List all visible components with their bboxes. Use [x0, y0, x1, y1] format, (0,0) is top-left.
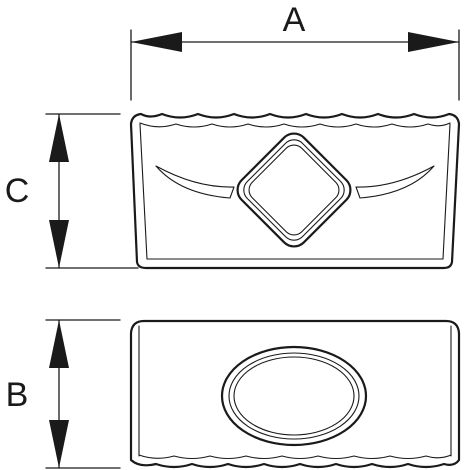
center-diamond-outer — [236, 132, 352, 248]
arrowhead-a-right — [408, 32, 459, 52]
front-view-right-inner-edge — [442, 123, 451, 260]
bottom-view-outline — [129, 319, 461, 469]
arrowhead-b-bottom — [49, 420, 69, 468]
center-oval-outer — [220, 345, 368, 447]
dimension-b: B — [6, 319, 121, 469]
arrowhead-b-top — [49, 320, 69, 368]
dimension-label-b: B — [6, 376, 29, 414]
arrowhead-a-left — [131, 32, 182, 52]
right-wing-shape — [355, 165, 435, 199]
front-view-outline — [129, 112, 461, 270]
bottom-view — [129, 319, 461, 469]
dimension-a: A — [130, 1, 460, 101]
front-view-top-edge-inner — [139, 122, 451, 128]
center-oval-inner — [233, 356, 355, 436]
dimension-c: C — [5, 113, 139, 269]
front-view-left-inner-edge — [139, 123, 148, 260]
arrowhead-c-top — [49, 114, 69, 162]
center-oval-middle — [228, 352, 360, 440]
dimension-label-c: C — [5, 172, 30, 210]
left-wing-shape — [155, 165, 235, 199]
center-diamond-inner — [248, 144, 340, 236]
front-view — [129, 112, 461, 270]
center-diamond-middle — [243, 139, 345, 241]
bottom-view-bottom-inner-edge — [138, 454, 452, 460]
dimension-label-a: A — [283, 1, 306, 39]
arrowhead-c-bottom — [49, 220, 69, 268]
